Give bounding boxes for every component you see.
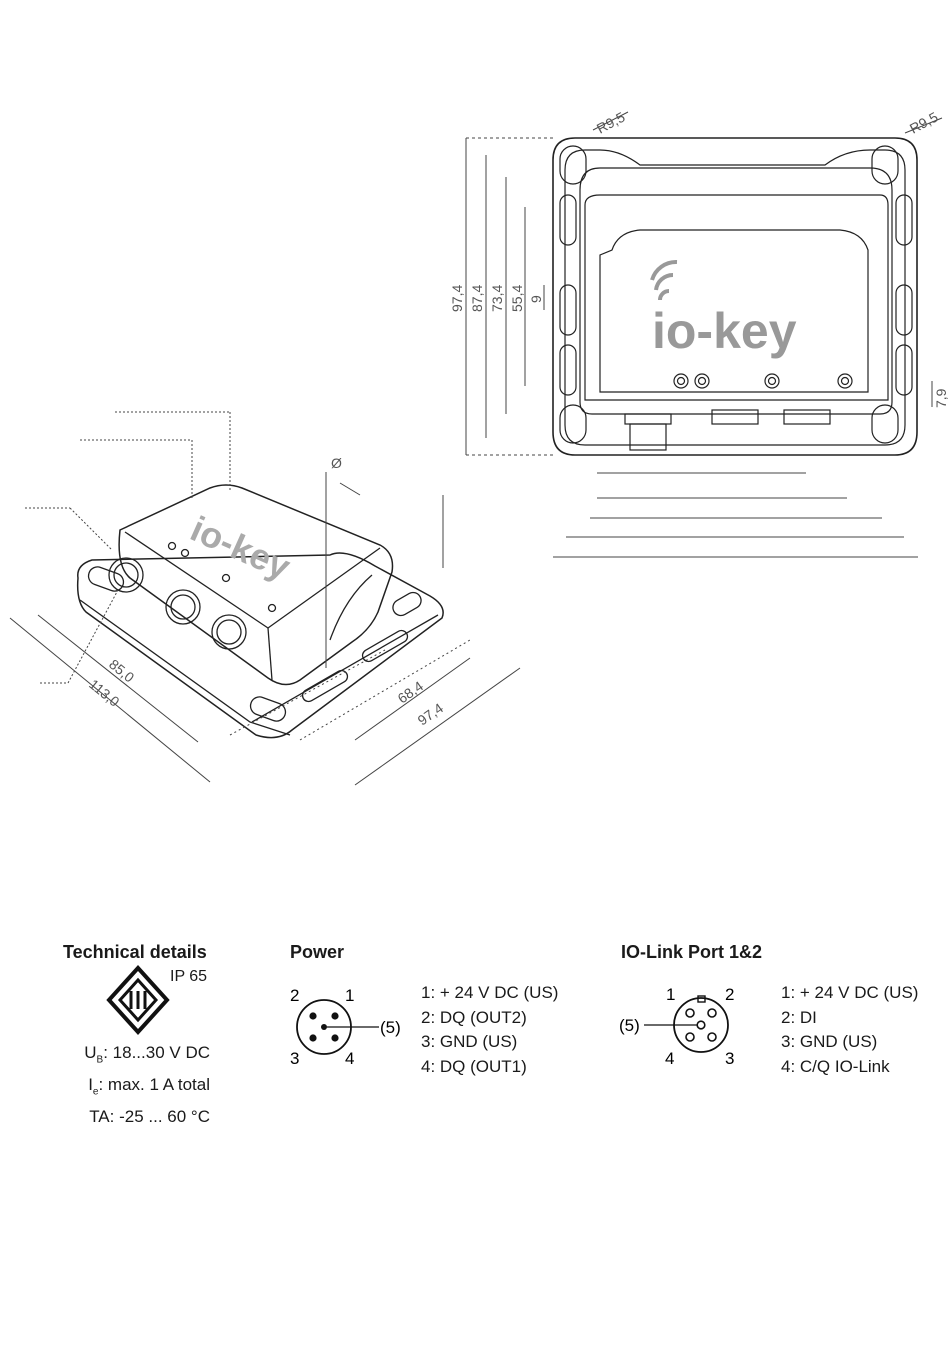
top-view-logo: io-key	[650, 260, 797, 359]
isometric-view	[76, 484, 444, 739]
power-pin-4-desc: 4: DQ (OUT1)	[421, 1056, 527, 1076]
iolink-pin-5: (5)	[619, 1016, 640, 1035]
iolink-pin-4-desc: 4: C/Q IO-Link	[781, 1056, 890, 1076]
power-pin-1: 1	[345, 986, 354, 1005]
iolink-pin-list: 1: + 24 V DC (US) 2: DI 3: GND (US) 4: C…	[781, 981, 918, 1079]
power-pin-3: 3	[290, 1049, 299, 1068]
iolink-pin-1-desc: 1: + 24 V DC (US)	[781, 983, 919, 1002]
iolink-pin-4: 4	[665, 1049, 674, 1068]
dim-113-0: 113,0	[86, 676, 123, 710]
ambient-temperature: TA: -25 ... 60 °C	[89, 1106, 210, 1126]
isometric-dimensions	[9, 411, 521, 786]
top-view	[552, 137, 918, 456]
dim-r9-5-right: R9,5	[907, 109, 941, 137]
dim-9-vertical: 9	[528, 295, 544, 303]
power-pin-list: 1: + 24 V DC (US) 2: DQ (OUT2) 3: GND (U…	[421, 981, 558, 1079]
ip-rating: IP 65	[170, 968, 208, 985]
top-view-dim-labels: 97,4 87,4 73,4 55,4 9 7,9 R9,5 R9,5	[449, 109, 949, 408]
power-pin-3-desc: 3: GND (US)	[421, 1032, 518, 1051]
iolink-pin-3-desc: 3: GND (US)	[781, 1032, 878, 1051]
dim-diameter: Ø	[331, 455, 342, 471]
iolink-pin-3: 3	[725, 1049, 734, 1068]
isometric-dim-labels: 85,0 113,0 68,4 97,4 Ø	[86, 455, 446, 728]
dim-73-4-vertical: 73,4	[489, 285, 505, 312]
power-pin-2: 2	[290, 986, 299, 1005]
technical-values: UB: 18...30 V DC Ie: max. 1 A total TA: …	[40, 1041, 210, 1129]
power-pin-5: (5)	[380, 1018, 401, 1037]
supply-voltage: UB: 18...30 V DC	[84, 1043, 210, 1066]
power-connector-pinout: 2 1 3 4 (5)	[290, 986, 401, 1068]
iolink-pin-1: 1	[666, 985, 675, 1004]
dim-97-4-vertical: 97,4	[449, 285, 465, 312]
iolink-pin-2-desc: 2: DI	[781, 1007, 817, 1027]
iolink-pin-2: 2	[725, 985, 734, 1004]
isometric-logo: io-key	[185, 508, 297, 588]
top-view-dimensions	[465, 111, 943, 558]
power-title: Power	[290, 942, 345, 962]
dim-87-4-vertical: 87,4	[469, 285, 485, 312]
iolink-title: IO-Link Port 1&2	[621, 942, 763, 962]
dim-r9-5-left: R9,5	[594, 109, 628, 137]
top-view-logo-text: io-key	[652, 303, 797, 359]
iolink-connector-pinout: 1 2 4 3 (5)	[619, 985, 734, 1068]
dim-7-9-vertical: 7,9	[933, 388, 949, 408]
technical-details-title: Technical details	[63, 942, 207, 962]
max-current: Ie: max. 1 A total	[88, 1074, 210, 1098]
technical-drawing: io-key 97,4 87,4 73,4 55,4 9 7,9 R9,5 R9…	[9, 109, 949, 786]
dim-55-4-vertical: 55,4	[509, 285, 525, 312]
power-pin-1-desc: 1: + 24 V DC (US)	[421, 983, 559, 1002]
power-pin-2-desc: 2: DQ (OUT2)	[421, 1007, 527, 1027]
protection-class-3-icon	[106, 965, 170, 1035]
power-pin-4: 4	[345, 1049, 354, 1068]
isometric-logo-text: io-key	[185, 508, 297, 588]
